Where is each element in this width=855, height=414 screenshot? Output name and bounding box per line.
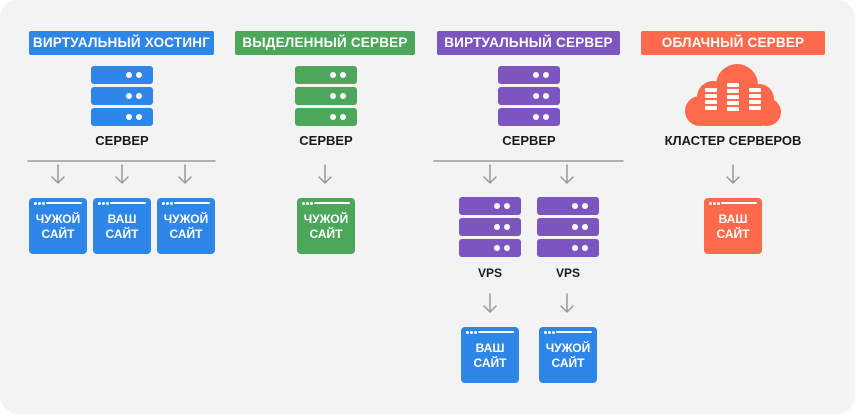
browser-bar (539, 327, 597, 337)
vps-label: VPS (477, 266, 502, 280)
browser-bar (297, 198, 355, 208)
server-label: СЕРВЕР (502, 133, 556, 148)
cloud-cluster-icon (685, 64, 781, 126)
vps-label: VPS (555, 266, 580, 280)
vps-server-icon (537, 197, 599, 257)
server-label: СЕРВЕР (299, 133, 353, 148)
server-label: СЕРВЕР (95, 133, 149, 148)
server-icon (498, 66, 560, 126)
category-virtual-server: ВИРТУАЛЬНЫЙ СЕРВЕР (437, 31, 620, 55)
vps-server-icon (459, 197, 521, 257)
browser-bar (93, 198, 151, 208)
browser-bar (704, 198, 762, 208)
cluster-label: КЛАСТЕР СЕРВЕРОВ (664, 133, 802, 148)
browser-bar (29, 198, 87, 208)
category-virtual-hosting: ВИРТУАЛЬНЫЙ ХОСТИНГ (29, 31, 214, 55)
browser-bar (157, 198, 215, 208)
category-cloud-server: ОБЛАЧНЫЙ СЕРВЕР (641, 31, 825, 55)
category-dedicated-server: ВЫДЕЛЕННЫЙ СЕРВЕР (235, 31, 415, 55)
server-icon (91, 66, 153, 126)
browser-bar (461, 327, 519, 337)
server-icon (295, 66, 357, 126)
